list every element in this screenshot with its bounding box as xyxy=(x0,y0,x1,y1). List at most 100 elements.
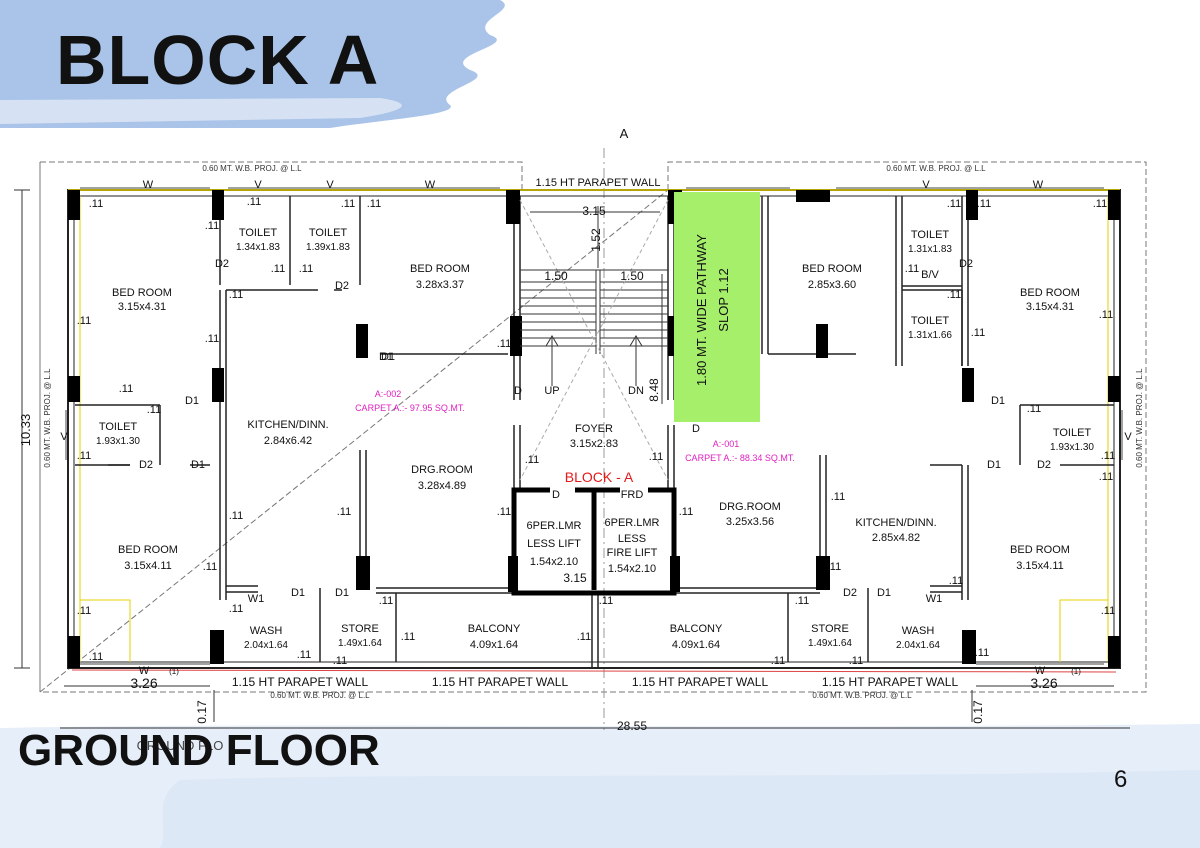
dimension-left-small: 0.17 xyxy=(195,700,209,724)
opening-tag: D xyxy=(514,385,522,397)
opening-tag: V xyxy=(326,179,334,191)
wall-thickness-tag: .11 xyxy=(949,575,963,587)
room-size: 2.04x1.64 xyxy=(244,640,288,651)
room-size: 2.85x3.60 xyxy=(808,279,856,291)
wall-thickness-tag: .11 xyxy=(271,263,285,275)
room-size: 3.15x2.83 xyxy=(570,438,618,450)
balcony-line-left xyxy=(80,599,131,662)
wall-thickness-tag: .11 xyxy=(297,649,311,661)
windows xyxy=(65,187,1123,665)
opening-tag: D2 xyxy=(139,459,153,471)
wall-thickness-tag: .11 xyxy=(77,315,91,327)
opening-tag: W xyxy=(425,179,436,191)
lift-core xyxy=(511,487,677,596)
lift-2-line-2: LESS xyxy=(618,533,646,545)
opening-tag: D2 xyxy=(843,587,857,599)
wall-thickness-tag: .11 xyxy=(849,655,863,667)
lift-column-right xyxy=(670,556,680,592)
wall-thickness-tag: .11 xyxy=(497,338,511,350)
stair-width: 3.15 xyxy=(582,204,606,218)
floor-title: GROUND FLOOR xyxy=(18,726,380,775)
wall-thickness-tag: .11 xyxy=(831,491,845,503)
stair-flight: 1.52 xyxy=(589,228,603,252)
overlay-caption: GROUND FLO xyxy=(137,738,224,753)
room-name: STORE xyxy=(811,623,849,635)
parapet-label-bottom: 1.15 HT PARAPET WALL xyxy=(432,675,569,689)
room-name: BALCONY xyxy=(670,623,723,635)
wall-thickness-tag: .11 xyxy=(203,561,217,573)
stair-height: 8.48 xyxy=(647,378,661,402)
room-size: 3.28x4.89 xyxy=(418,480,466,492)
stair-dn: DN xyxy=(628,385,644,397)
room-size: 1.49x1.64 xyxy=(338,638,382,649)
room-size: 3.25x3.56 xyxy=(726,516,774,528)
brush-bottom xyxy=(0,724,1200,848)
projection-label-bottom-left: 0.60 MT. W.B. PROJ. @ L.L xyxy=(270,691,370,700)
opening-tag: D1 xyxy=(291,587,305,599)
room-name: DRG.ROOM xyxy=(719,501,781,513)
opening-tag: V xyxy=(922,179,930,191)
room-name: DRG.ROOM xyxy=(411,464,473,476)
parapet-label-top: 1.15 HT PARAPET WALL xyxy=(536,177,661,189)
opening-tag: D1 xyxy=(991,395,1005,407)
opening-tag: D1 xyxy=(191,459,205,471)
room-name: KITCHEN/DINN. xyxy=(855,517,936,529)
projection-label-top-right: 0.60 MT. W.B. PROJ. @ L.L xyxy=(886,164,986,173)
wall-thickness-tag: .11 xyxy=(577,631,591,643)
block-label: BLOCK - A xyxy=(565,469,634,485)
room-name: WASH xyxy=(250,625,283,637)
stair-half-1: 1.50 xyxy=(544,269,568,283)
projection-label-top-left: 0.60 MT. W.B. PROJ. @ L.L xyxy=(202,164,302,173)
room-size: 3.28x3.37 xyxy=(416,279,464,291)
opening-tag: D xyxy=(552,489,560,501)
projection-outline xyxy=(38,161,1147,693)
wall-thickness-tag: .11 xyxy=(947,289,961,301)
room-size: 1.93x1.30 xyxy=(1050,442,1094,453)
wall-thickness-tag: .11 xyxy=(947,198,961,210)
wall-thickness-tag: .11 xyxy=(229,603,243,615)
room-size: 2.85x4.82 xyxy=(872,532,920,544)
room-size: 3.15x4.31 xyxy=(1026,301,1074,313)
wall-thickness-tag: .11 xyxy=(205,333,219,345)
wall-thickness-tag: .11 xyxy=(205,220,219,232)
dimension-left: 3.26 xyxy=(130,675,157,691)
room-size: 1.49x1.64 xyxy=(808,638,852,649)
room-size: 1.93x1.30 xyxy=(96,436,140,447)
room-name: FOYER xyxy=(575,423,613,435)
room-name: TOILET xyxy=(911,315,950,327)
room-name: STORE xyxy=(341,623,379,635)
dimension-right: 3.26 xyxy=(1030,675,1057,691)
room-name: TOILET xyxy=(309,227,348,239)
wall-thickness-tag: .11 xyxy=(975,647,989,659)
parapet-label-bottom: 1.15 HT PARAPET WALL xyxy=(632,675,769,689)
opening-tag: W1 xyxy=(926,593,943,605)
opening-tag: FRD xyxy=(621,489,644,501)
wall-thickness-tag: .11 xyxy=(77,450,91,462)
page-title: BLOCK A xyxy=(56,21,380,99)
projection-label-side-left: 0.60 MT. W.B. PROJ. @ L.L xyxy=(43,368,52,468)
ramp xyxy=(674,192,760,422)
lift-1-line-2: LESS LIFT xyxy=(527,538,581,550)
wall-thickness-tag: .11 xyxy=(119,383,133,395)
wall-thickness-tag: .11 xyxy=(971,327,985,339)
opening-tag: (1) xyxy=(1071,667,1081,676)
room-size: 3.15x4.31 xyxy=(118,301,166,313)
room-name: BED ROOM xyxy=(118,544,178,556)
unit-right-carpet: CARPET A.:- 88.34 SQ.MT. xyxy=(685,453,795,463)
red-line xyxy=(71,669,1117,673)
opening-tag: V xyxy=(60,431,68,443)
lift-2-line-1: 6PER.LMR xyxy=(604,517,659,529)
room-name: TOILET xyxy=(1053,427,1092,439)
opening-tag: W xyxy=(1033,179,1044,191)
dimension-right-small: 0.17 xyxy=(971,700,985,724)
brush-top xyxy=(0,0,505,128)
room-size: 1.34x1.83 xyxy=(236,242,280,253)
stair xyxy=(519,199,669,481)
wall-thickness-tag: .11 xyxy=(401,631,415,643)
room-name: TOILET xyxy=(911,229,950,241)
opening-tag: (1) xyxy=(169,667,179,676)
room-size: 2.84x6.42 xyxy=(264,435,312,447)
opening-tag: W xyxy=(1035,665,1046,677)
opening-tag: V xyxy=(254,179,262,191)
